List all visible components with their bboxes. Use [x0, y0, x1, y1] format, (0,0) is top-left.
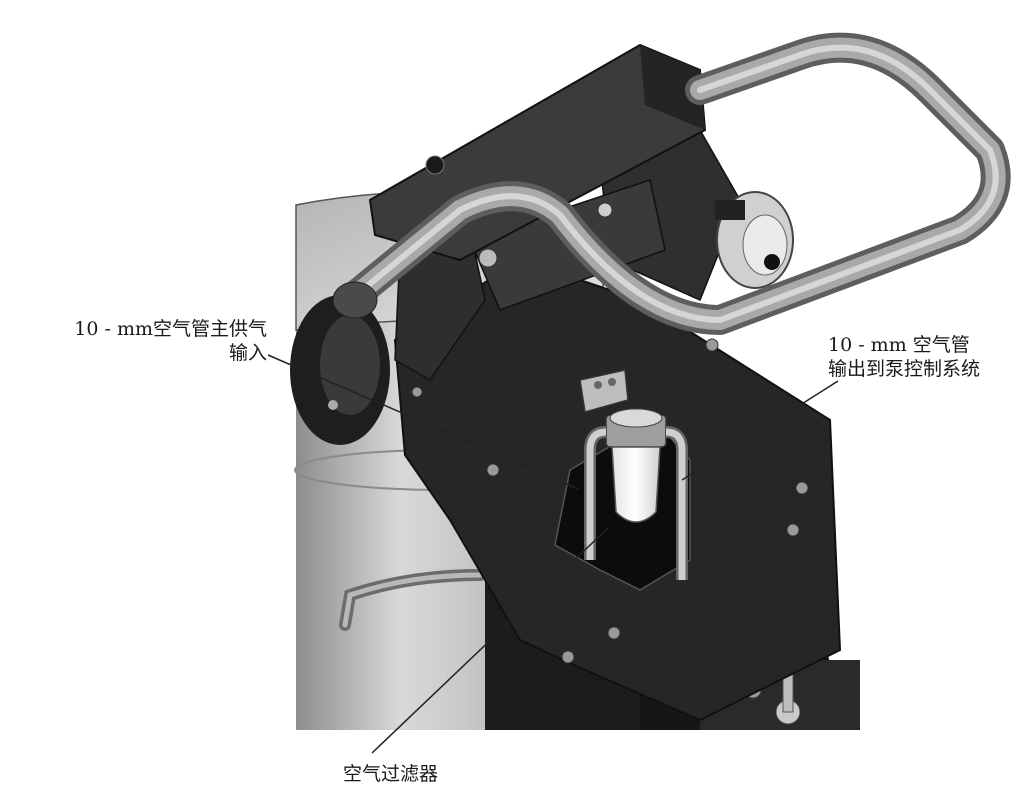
leader-line-inlet	[267, 354, 579, 490]
callout-outlet-line2: 输出到泵控制系统	[828, 358, 981, 380]
cart-handle	[332, 32, 1011, 335]
callout-leader-lines	[267, 354, 839, 754]
callout-air-filter: 空气过滤器	[343, 762, 438, 786]
callout-air-supply-inlet: 10 - mm空气管主供气 输入	[74, 317, 267, 365]
callout-filter-line1: 空气过滤器	[343, 763, 439, 785]
leader-line-outlet	[681, 380, 839, 481]
callout-inlet-line1: 10 - mm空气管主供气	[74, 318, 267, 340]
callout-air-outlet-pump-control: 10 - mm 空气管 输出到泵控制系统	[828, 333, 980, 381]
pump-motor-disc	[290, 295, 390, 445]
air-filter-assembly	[579, 369, 688, 580]
callout-inlet-line2: 输入	[228, 342, 267, 364]
callout-outlet-line1: 10 - mm 空气管	[828, 334, 970, 356]
pressure-gauge	[715, 191, 794, 289]
leader-line-filter	[371, 527, 609, 754]
